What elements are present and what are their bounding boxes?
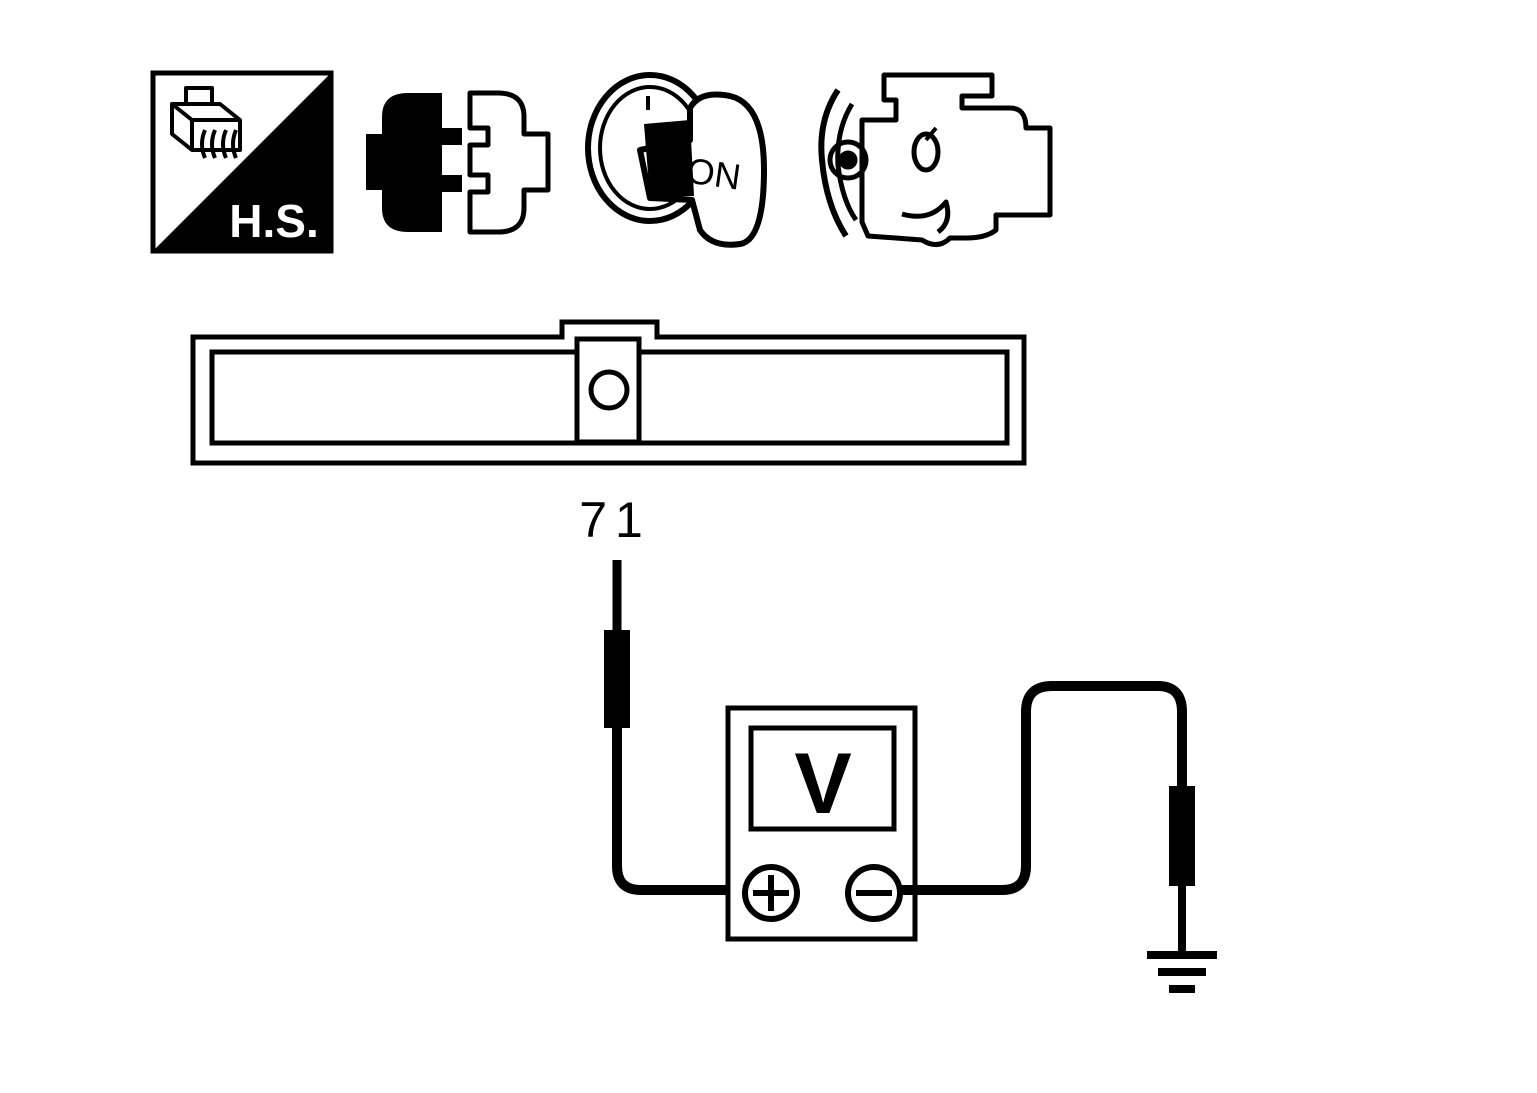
positive-probe [604,560,630,728]
engine-running-icon [818,72,1053,247]
ignition-on-label: ON [684,150,743,198]
voltmeter-icon: V [725,705,918,942]
disconnect-connector-icon [366,90,551,235]
positive-lead-wire [612,728,745,895]
negative-terminal [845,864,903,922]
harness-side-label: H.S. [229,195,318,247]
ignition-key-on-icon: ON [585,72,767,248]
connector-face [190,319,1027,466]
connector-sketch-icon [170,86,242,159]
negative-lead-wire [900,681,1187,895]
negative-probe [1169,786,1195,952]
ground-symbol-icon [1147,951,1217,993]
voltmeter-label: V [794,736,851,832]
harness-side-connector-icon: H.S. [150,70,334,254]
terminal-number-label: 71 [579,492,651,548]
positive-terminal [742,864,800,922]
